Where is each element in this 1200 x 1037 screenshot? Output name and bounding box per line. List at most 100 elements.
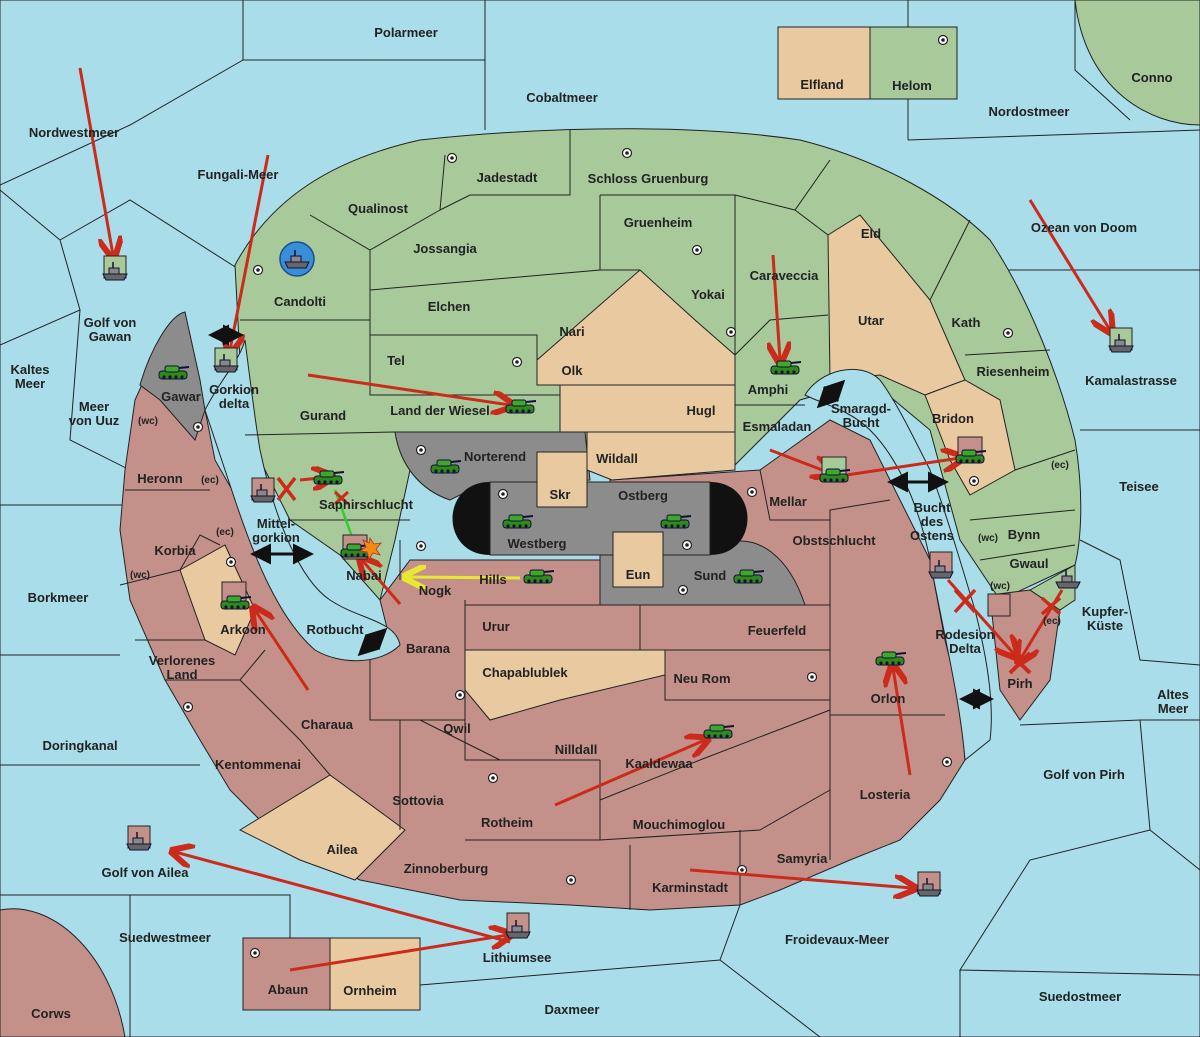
province-label: Kaaldewaa <box>625 756 693 771</box>
province-label: Sund <box>694 568 727 583</box>
province-label: Wildall <box>596 451 638 466</box>
sea-label: Nordwestmeer <box>29 125 119 140</box>
supply-center-dot <box>511 356 523 368</box>
region-elfland[interactable] <box>777 26 871 100</box>
province-label: Gorkion <box>209 382 259 397</box>
red-x-icon <box>333 490 350 506</box>
sea-label: Kaltes <box>10 362 49 377</box>
sea-label: Golf von Pirh <box>1043 767 1125 782</box>
province-label: Bridon <box>932 411 974 426</box>
sea-label: Altes <box>1157 687 1189 702</box>
province-label: Skr <box>550 487 571 502</box>
region-mittelgorkion[interactable] <box>204 339 401 662</box>
supply-center-dot <box>565 874 577 886</box>
province-label: Land der Wiesel <box>390 403 490 418</box>
supply-center-dot <box>681 539 693 551</box>
province-label: Gurand <box>300 408 346 423</box>
sea-label: Golf von Ailea <box>102 865 190 880</box>
supply-center-dot <box>182 701 194 713</box>
province-label: Helom <box>892 78 932 93</box>
supply-center-dot <box>225 556 237 568</box>
coast-tag: (ec) <box>201 475 219 486</box>
sea-label: Corws <box>31 1006 71 1021</box>
province-label: Rotheim <box>481 815 533 830</box>
province-label: Mouchimoglou <box>633 817 725 832</box>
province-label: Utar <box>858 313 884 328</box>
province-label: Yokai <box>691 287 725 302</box>
sea-label: gorkion <box>252 530 300 545</box>
supply-center-dot <box>941 756 953 768</box>
province-label: delta <box>219 396 250 411</box>
province-label: Amphi <box>748 382 788 397</box>
supply-center-dot <box>487 772 499 784</box>
sea-label: von Uuz <box>69 413 120 428</box>
supply-center-dot <box>446 152 458 164</box>
region-conno[interactable] <box>1074 0 1200 126</box>
province-label: Qwil <box>443 721 470 736</box>
province-label: Abaun <box>268 982 309 997</box>
supply-center-dot <box>806 671 818 683</box>
sea-label: Smaragd- <box>831 401 891 416</box>
red-x-icon <box>953 588 977 614</box>
province-label: Korbia <box>154 543 196 558</box>
sea-label: Doringkanal <box>42 738 117 753</box>
sea-label: Meer <box>79 399 109 414</box>
province-label: Jossangia <box>413 241 477 256</box>
supply-center-dot <box>415 444 427 456</box>
sea-label: Fungali-Meer <box>198 167 279 182</box>
province-label: Losteria <box>860 787 911 802</box>
sea-label: Bucht <box>914 500 952 515</box>
supply-center-dot <box>249 947 261 959</box>
province-label: Land <box>166 667 197 682</box>
province-label: Charaua <box>301 717 354 732</box>
supply-center-dot <box>415 540 427 552</box>
supply-center-dot <box>252 264 264 276</box>
province-label: Zinnoberburg <box>404 861 489 876</box>
supply-center-dot <box>621 147 633 159</box>
sea-label: des <box>921 514 943 529</box>
province-label: Gawar <box>161 389 201 404</box>
sea-label: Cobaltmeer <box>526 90 598 105</box>
coast-tag: (wc) <box>130 570 150 581</box>
province-label: Hugl <box>687 403 716 418</box>
supply-center-dot <box>937 34 949 46</box>
region-skr[interactable] <box>536 451 588 508</box>
supply-center-dot <box>677 584 689 596</box>
region-wildall[interactable] <box>586 431 736 481</box>
coast-tag: (ec) <box>1051 460 1069 471</box>
province-label: Gruenheim <box>624 215 693 230</box>
province-label: Ostberg <box>618 488 668 503</box>
sea-label: Conno <box>1131 70 1172 85</box>
coast-tag: (ec) <box>216 527 234 538</box>
explosion-icon <box>358 536 382 560</box>
sea-label: Borkmeer <box>28 590 89 605</box>
coast-tag: (ec) <box>1043 616 1061 627</box>
province-label: Arkoon <box>220 622 266 637</box>
region-ornheim[interactable] <box>329 937 421 1011</box>
region-arkoon[interactable] <box>179 544 256 656</box>
region-corws[interactable] <box>0 908 126 1037</box>
province-label: Kupfer- <box>1082 604 1128 619</box>
sea-label: Lithiumsee <box>483 950 552 965</box>
province-label: Ailea <box>326 842 358 857</box>
province-label: Heronn <box>137 471 183 486</box>
province-label: Jadestadt <box>477 170 538 185</box>
fleets <box>102 241 1134 939</box>
province-label: Samyria <box>777 851 828 866</box>
province-label: Esmaladan <box>743 419 812 434</box>
coast-tags: (wc) (ec) (ec) (wc) (ec) (wc) (wc) (ec) <box>130 416 1069 627</box>
region-ailea[interactable] <box>238 774 406 881</box>
province-borders-red <box>119 469 945 910</box>
province-label: Karminstadt <box>652 880 729 895</box>
province-label: Westberg <box>508 536 567 551</box>
province-label: Qualinost <box>348 201 409 216</box>
province-label: Küste <box>1087 618 1123 633</box>
red-x-icon <box>1008 651 1032 675</box>
sea-label: Ostens <box>910 528 954 543</box>
province-label: Candolti <box>274 294 326 309</box>
province-label: Barana <box>406 641 451 656</box>
sea-label: Rotbucht <box>306 622 364 637</box>
region-eun[interactable] <box>612 531 664 588</box>
supply-center-dot <box>725 326 737 338</box>
coast-tag: (wc) <box>990 581 1010 592</box>
